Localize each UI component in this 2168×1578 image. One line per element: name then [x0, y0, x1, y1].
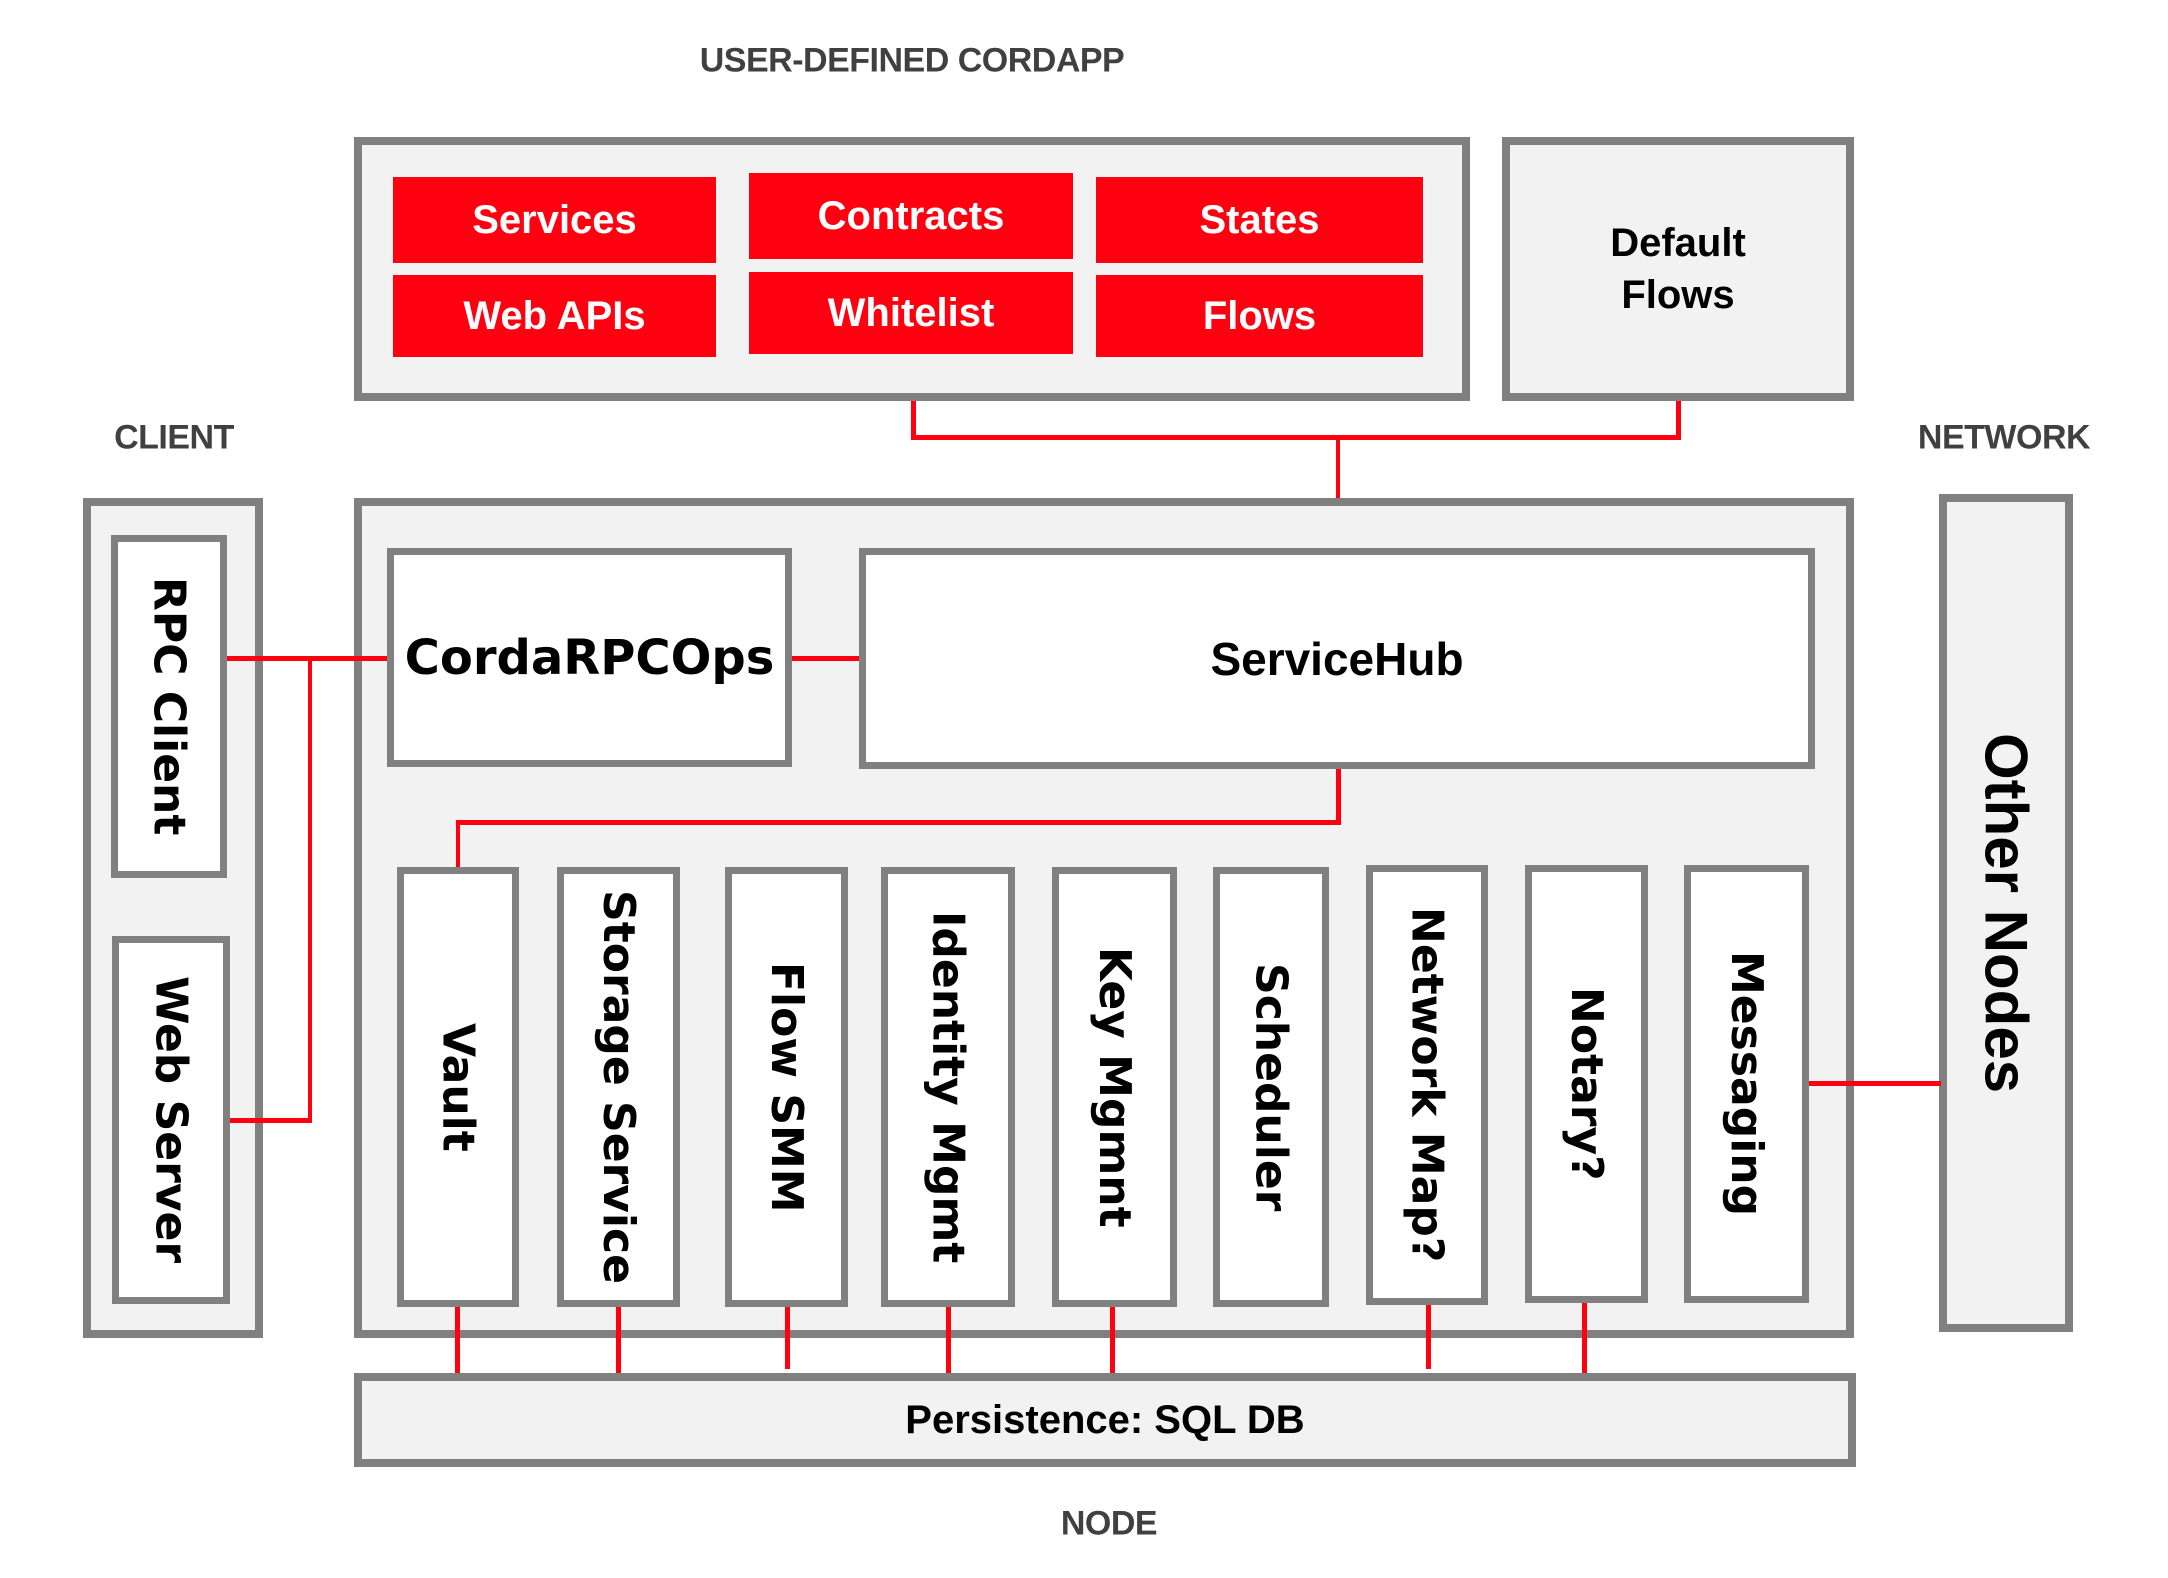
rpc-client-box[interactable]: RPC Client [111, 535, 227, 878]
service-key-mgmnt[interactable]: Key Mgmnt [1052, 867, 1177, 1307]
cordapp-component-services[interactable]: Services [393, 177, 716, 263]
node-section-label: NODE [1060, 1504, 1158, 1543]
connector-identity-db [946, 1307, 951, 1374]
service-flow-smm[interactable]: Flow SMM [725, 867, 848, 1307]
service-messaging[interactable]: Messaging [1684, 865, 1809, 1303]
default-flows-box[interactable]: Default Flows [1502, 137, 1854, 401]
service-label: Scheduler [1245, 962, 1297, 1212]
cordapp-component-flows[interactable]: Flows [1096, 275, 1423, 357]
connector-notary-db [1582, 1303, 1587, 1374]
service-label: Network Map? [1401, 907, 1453, 1263]
service-network-map[interactable]: Network Map? [1366, 865, 1488, 1305]
connector-flowsmm-db [785, 1307, 790, 1369]
network-section-label: NETWORK [1917, 418, 2091, 457]
web-server-label: Web Server [145, 976, 197, 1264]
connector-hub-down [1336, 769, 1341, 825]
connector-defaultflows-down [1676, 401, 1681, 439]
connector-rpc-client-to-ops [227, 656, 387, 661]
cordapp-section-label: USER-DEFINED CORDAPP [699, 41, 1125, 80]
connector-cordapp-down [911, 401, 916, 439]
client-section-label: CLIENT [114, 418, 234, 457]
cordapp-component-states[interactable]: States [1096, 177, 1423, 263]
connector-to-vault [456, 820, 460, 868]
connector-vault-db [455, 1307, 460, 1374]
connector-ops-to-hub [792, 656, 859, 661]
service-label: Flow SMM [761, 961, 812, 1213]
service-label: Identity Mgmt [922, 910, 974, 1264]
other-nodes-label: Other Nodes [1972, 732, 2040, 1094]
service-storage[interactable]: Storage Service [557, 867, 680, 1307]
cordapp-component-contracts[interactable]: Contracts [749, 173, 1073, 259]
connector-web-server [230, 1118, 312, 1123]
service-label: Vault [432, 1022, 484, 1152]
connector-key-db [1110, 1307, 1115, 1374]
service-hub-box[interactable]: ServiceHub [859, 548, 1815, 769]
service-vault[interactable]: Vault [397, 867, 519, 1307]
service-label: Notary? [1561, 987, 1612, 1181]
cordapp-component-whitelist[interactable]: Whitelist [749, 272, 1073, 354]
corda-rpc-ops-box[interactable]: CordaRPCOps [387, 548, 792, 767]
service-scheduler[interactable]: Scheduler [1213, 867, 1329, 1307]
other-nodes-box[interactable]: Other Nodes [1939, 494, 2073, 1332]
connector-hub-horizontal [456, 820, 1341, 825]
cordapp-component-web-apis[interactable]: Web APIs [393, 275, 716, 357]
service-label: Storage Service [593, 890, 644, 1284]
connector-cordapp-bus [911, 435, 1681, 440]
web-server-box[interactable]: Web Server [112, 936, 230, 1304]
connector-networkmap-db [1426, 1305, 1431, 1369]
rpc-client-label: RPC Client [143, 577, 195, 836]
service-label: Messaging [1721, 951, 1772, 1217]
service-identity-mgmt[interactable]: Identity Mgmt [881, 867, 1015, 1307]
connector-bus-to-servicehub [1336, 435, 1340, 548]
connector-client-vertical [308, 656, 312, 1123]
persistence-sql-db[interactable]: Persistence: SQL DB [354, 1373, 1856, 1467]
service-label: Key Mgmnt [1089, 946, 1140, 1228]
connector-storage-db [616, 1307, 621, 1374]
connector-messaging-to-other-nodes [1809, 1081, 1941, 1086]
service-notary[interactable]: Notary? [1525, 865, 1648, 1303]
